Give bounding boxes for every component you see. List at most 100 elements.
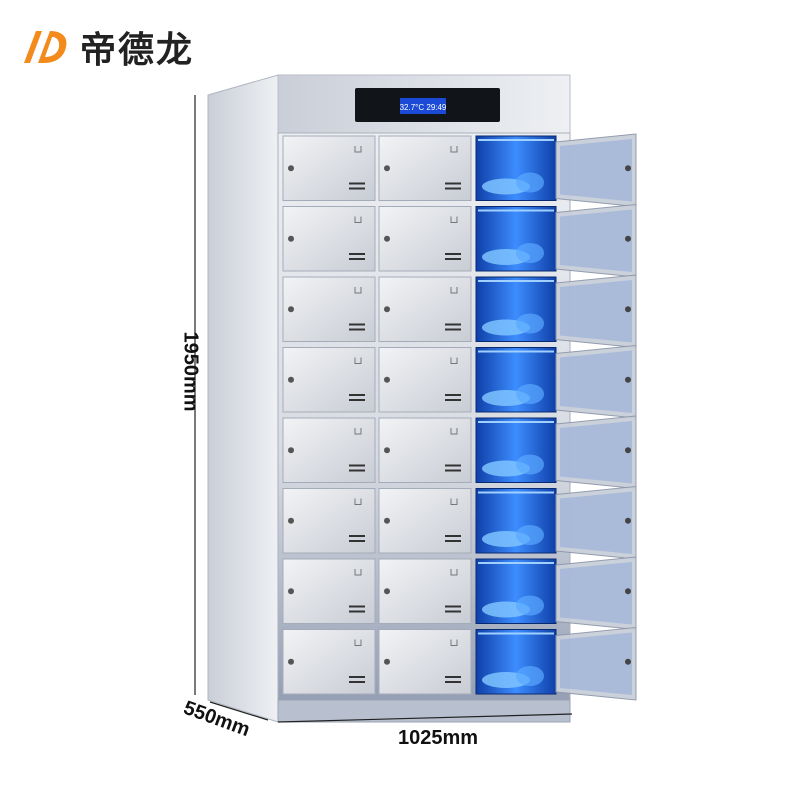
handle-icon [450, 287, 458, 294]
handle-icon [450, 498, 458, 505]
vent-slot [445, 535, 461, 537]
compartment-door [282, 488, 376, 554]
lock-icon [288, 517, 294, 524]
vent-slot [349, 676, 365, 678]
vent-slot [349, 605, 365, 608]
vent-slot [349, 187, 365, 190]
vent-slot [349, 394, 365, 396]
vent-slot [445, 258, 461, 260]
door-glass [560, 491, 632, 554]
brand-logo: 帝德龙 [18, 22, 194, 72]
cabinet-side-panel [207, 74, 279, 723]
vent-slot [445, 323, 461, 326]
brand-logo-icon [24, 31, 67, 63]
vent-slot [349, 540, 365, 542]
vent-slot [349, 399, 365, 401]
lock-icon [384, 376, 390, 383]
compartment-door [378, 206, 472, 272]
vent-slot [349, 182, 365, 185]
lock-icon [288, 447, 294, 454]
width-dimension-line [277, 713, 573, 723]
compartment-door [282, 135, 376, 201]
compartment-door [282, 276, 376, 342]
vent-slot [445, 681, 461, 683]
dishware [516, 525, 544, 545]
width-label: 1025mm [398, 727, 479, 749]
vent-slot [445, 182, 461, 185]
display-text: 32.7°C 29:49 [400, 103, 447, 112]
handle-icon [354, 146, 362, 153]
door-glass [560, 421, 632, 484]
handle-icon [450, 216, 458, 223]
handle-icon [450, 146, 458, 153]
dishware [516, 666, 544, 686]
compartment-door [378, 276, 472, 342]
compartment-door [378, 347, 472, 413]
lock-icon [384, 447, 390, 454]
lock-icon [384, 588, 390, 595]
compartment-door [282, 206, 376, 272]
lock-icon [288, 165, 294, 172]
dishware [516, 313, 544, 334]
door-glass [560, 632, 632, 695]
lock-icon [625, 235, 631, 242]
handle-icon [354, 357, 362, 364]
vent-slot [445, 610, 461, 613]
vent-slot [445, 394, 461, 396]
handle-icon [450, 639, 458, 646]
temperature-display [400, 98, 446, 114]
depth-dimension-line [209, 701, 269, 721]
lock-icon [384, 306, 390, 313]
compartment-door [378, 135, 472, 201]
vent-slot [349, 328, 365, 331]
compartment-door [282, 347, 376, 413]
cabinet-plinth [277, 699, 571, 723]
compartment-door [378, 417, 472, 483]
vent-slot [445, 464, 461, 467]
door-glass [560, 350, 632, 413]
handle-icon [450, 569, 458, 576]
vent-slot [349, 253, 365, 255]
vent-slot [445, 676, 461, 678]
vent-slot [445, 328, 461, 331]
vent-slot [349, 323, 365, 326]
dishware [516, 172, 544, 193]
vent-slot [445, 540, 461, 542]
vent-slot [445, 605, 461, 608]
vent-slot [445, 253, 461, 255]
vent-slot [445, 187, 461, 190]
handle-icon [354, 498, 362, 505]
handle-icon [450, 357, 458, 364]
lock-icon [625, 376, 631, 383]
lock-icon [625, 658, 631, 665]
handle-icon [354, 569, 362, 576]
lock-icon [288, 235, 294, 242]
lock-icon [384, 235, 390, 242]
dishware [516, 243, 544, 263]
door-glass [560, 209, 632, 272]
open-door [555, 626, 637, 701]
vent-slot [349, 469, 365, 472]
lock-icon [288, 658, 294, 665]
vent-slot [349, 681, 365, 683]
lock-icon [288, 306, 294, 313]
compartment-door [282, 558, 376, 624]
lock-icon [384, 165, 390, 172]
door-glass [560, 139, 632, 202]
handle-icon [354, 287, 362, 294]
brand-name: 帝德龙 [80, 30, 195, 71]
handle-icon [354, 216, 362, 223]
compartment-door [282, 417, 376, 483]
lock-icon [625, 588, 631, 595]
lock-icon [288, 376, 294, 383]
vent-slot [445, 399, 461, 401]
vent-slot [349, 535, 365, 537]
door-glass [560, 562, 632, 625]
vent-slot [349, 610, 365, 613]
vent-slot [349, 258, 365, 260]
handle-icon [354, 428, 362, 435]
compartment-door [282, 629, 376, 695]
door-glass [560, 280, 632, 343]
compartment-door [378, 629, 472, 695]
